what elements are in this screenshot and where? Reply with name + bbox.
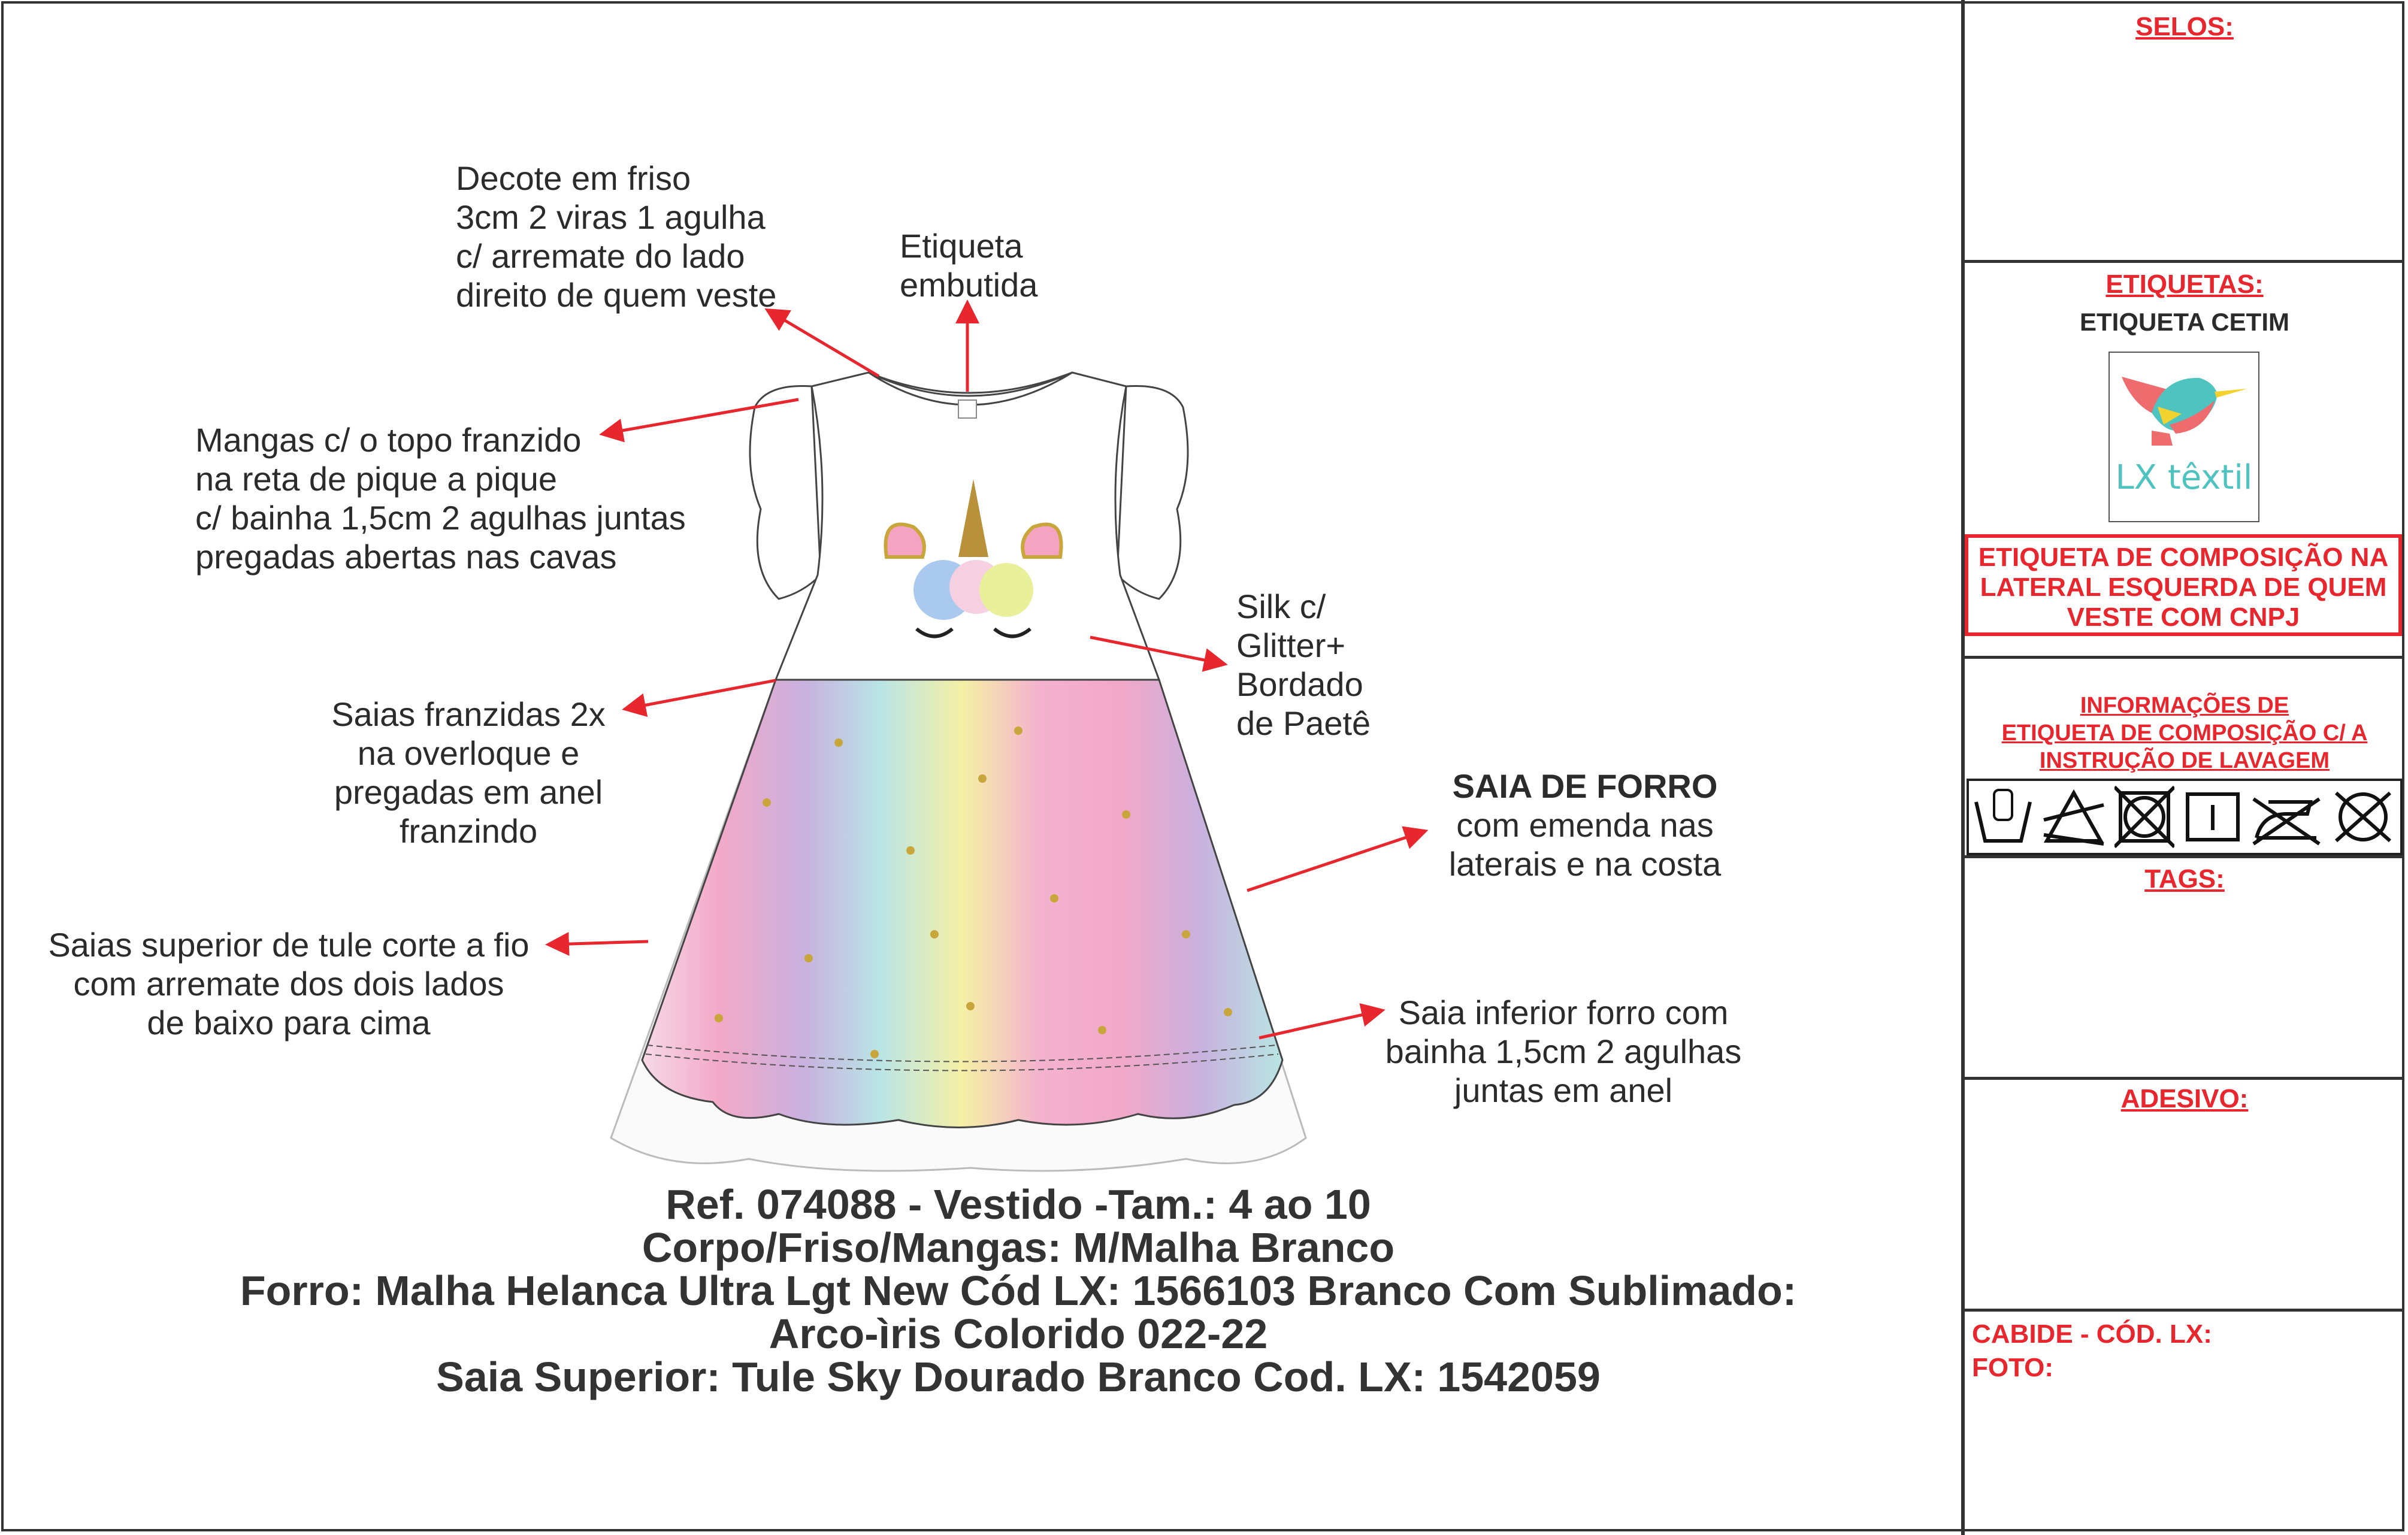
spec-saia-superior: Saia Superior: Tule Sky Dourado Branco C…: [436, 1354, 1601, 1400]
spec-forro: Forro: Malha Helanca Ultra Lgt New Cód L…: [240, 1267, 1797, 1314]
lx-textil-logo: LX têxtil: [2108, 352, 2259, 522]
divider: [1965, 855, 2404, 858]
annotation-saias-franzidas: Saias franzidas 2x na overloque e pregad…: [331, 695, 606, 850]
divider: [1965, 1309, 2404, 1312]
adesivo-title: ADESIVO:: [2120, 1084, 2249, 1113]
do-not-dry-clean-icon: [2335, 791, 2392, 843]
annotation-decote: Decote em friso 3cm 2 viras 1 agulha c/ …: [456, 159, 777, 314]
info-line-3: INSTRUÇÃO DE LAVAGEM: [2039, 748, 2330, 773]
info-line-1: INFORMAÇÕES DE: [2080, 693, 2289, 718]
do-not-iron-icon: [2252, 797, 2321, 846]
callout-arrows: [545, 299, 1429, 1040]
line-dry-icon: [2185, 792, 2240, 841]
etiquetas-title: ETIQUETAS:: [2106, 270, 2264, 299]
annotation-mangas: Mangas c/ o topo franzido na reta de piq…: [195, 421, 686, 576]
panel-divider: [1961, 0, 1965, 1535]
divider: [1965, 1077, 2404, 1080]
annotation-saias-superior: Saias superior de tule corte a fio com a…: [48, 926, 530, 1042]
left-sleeve: [749, 384, 822, 600]
tags-title: TAGS:: [2144, 864, 2225, 894]
logo-text: LX têxtil: [2115, 458, 2253, 497]
hand-wash-icon: [1974, 789, 2032, 843]
annotation-saia-forro-body: com emenda nas laterais e na costa: [1448, 806, 1722, 883]
divider: [1965, 260, 2404, 263]
dress-illustration: [545, 299, 1429, 1172]
product-specs: Ref. 074088 - Vestido -Tam.: 4 ao 10 Cor…: [120, 1183, 1917, 1398]
selos-title: SELOS:: [2135, 12, 2234, 41]
annotation-etiqueta: Etiqueta embutida: [900, 227, 1038, 304]
annotation-silk: Silk c/ Glitter+ Bordado de Paetê: [1236, 588, 1371, 742]
divider: [1965, 656, 2404, 659]
wash-instructions: [1967, 779, 2403, 855]
spec-corpo: Corpo/Friso/Mangas: M/Malha Branco: [642, 1224, 1395, 1271]
info-line-2: ETIQUETA DE COMPOSIÇÃO C/ A: [2001, 720, 2368, 746]
do-not-bleach-icon: [2043, 789, 2104, 846]
spec-ref: Ref. 074088 - Vestido -Tam.: 4 ao 10: [665, 1181, 1371, 1228]
glitter-stars: [715, 726, 1232, 1058]
annotation-saia-forro-title: SAIA DE FORRO: [1452, 767, 1718, 805]
cabide-label: CABIDE - CÓD. LX:: [1972, 1319, 2212, 1349]
etiqueta-cetim: ETIQUETA CETIM: [2080, 308, 2289, 336]
unicorn-print: [884, 479, 1063, 638]
do-not-tumble-dry-icon: [2114, 785, 2175, 849]
spec-forro-cont: Arco-ìris Colorido 022-22: [769, 1310, 1268, 1357]
composicao-box: ETIQUETA DE COMPOSIÇÃO NA LATERAL ESQUER…: [1965, 534, 2402, 636]
annotation-saia-inferior: Saia inferior forro com bainha 1,5cm 2 a…: [1385, 994, 1742, 1109]
rainbow-lining-skirt: [641, 679, 1284, 1128]
hummingbird-icon: [2122, 377, 2247, 446]
foto-label: FOTO:: [1972, 1353, 2054, 1382]
right-sleeve: [1116, 384, 1189, 600]
